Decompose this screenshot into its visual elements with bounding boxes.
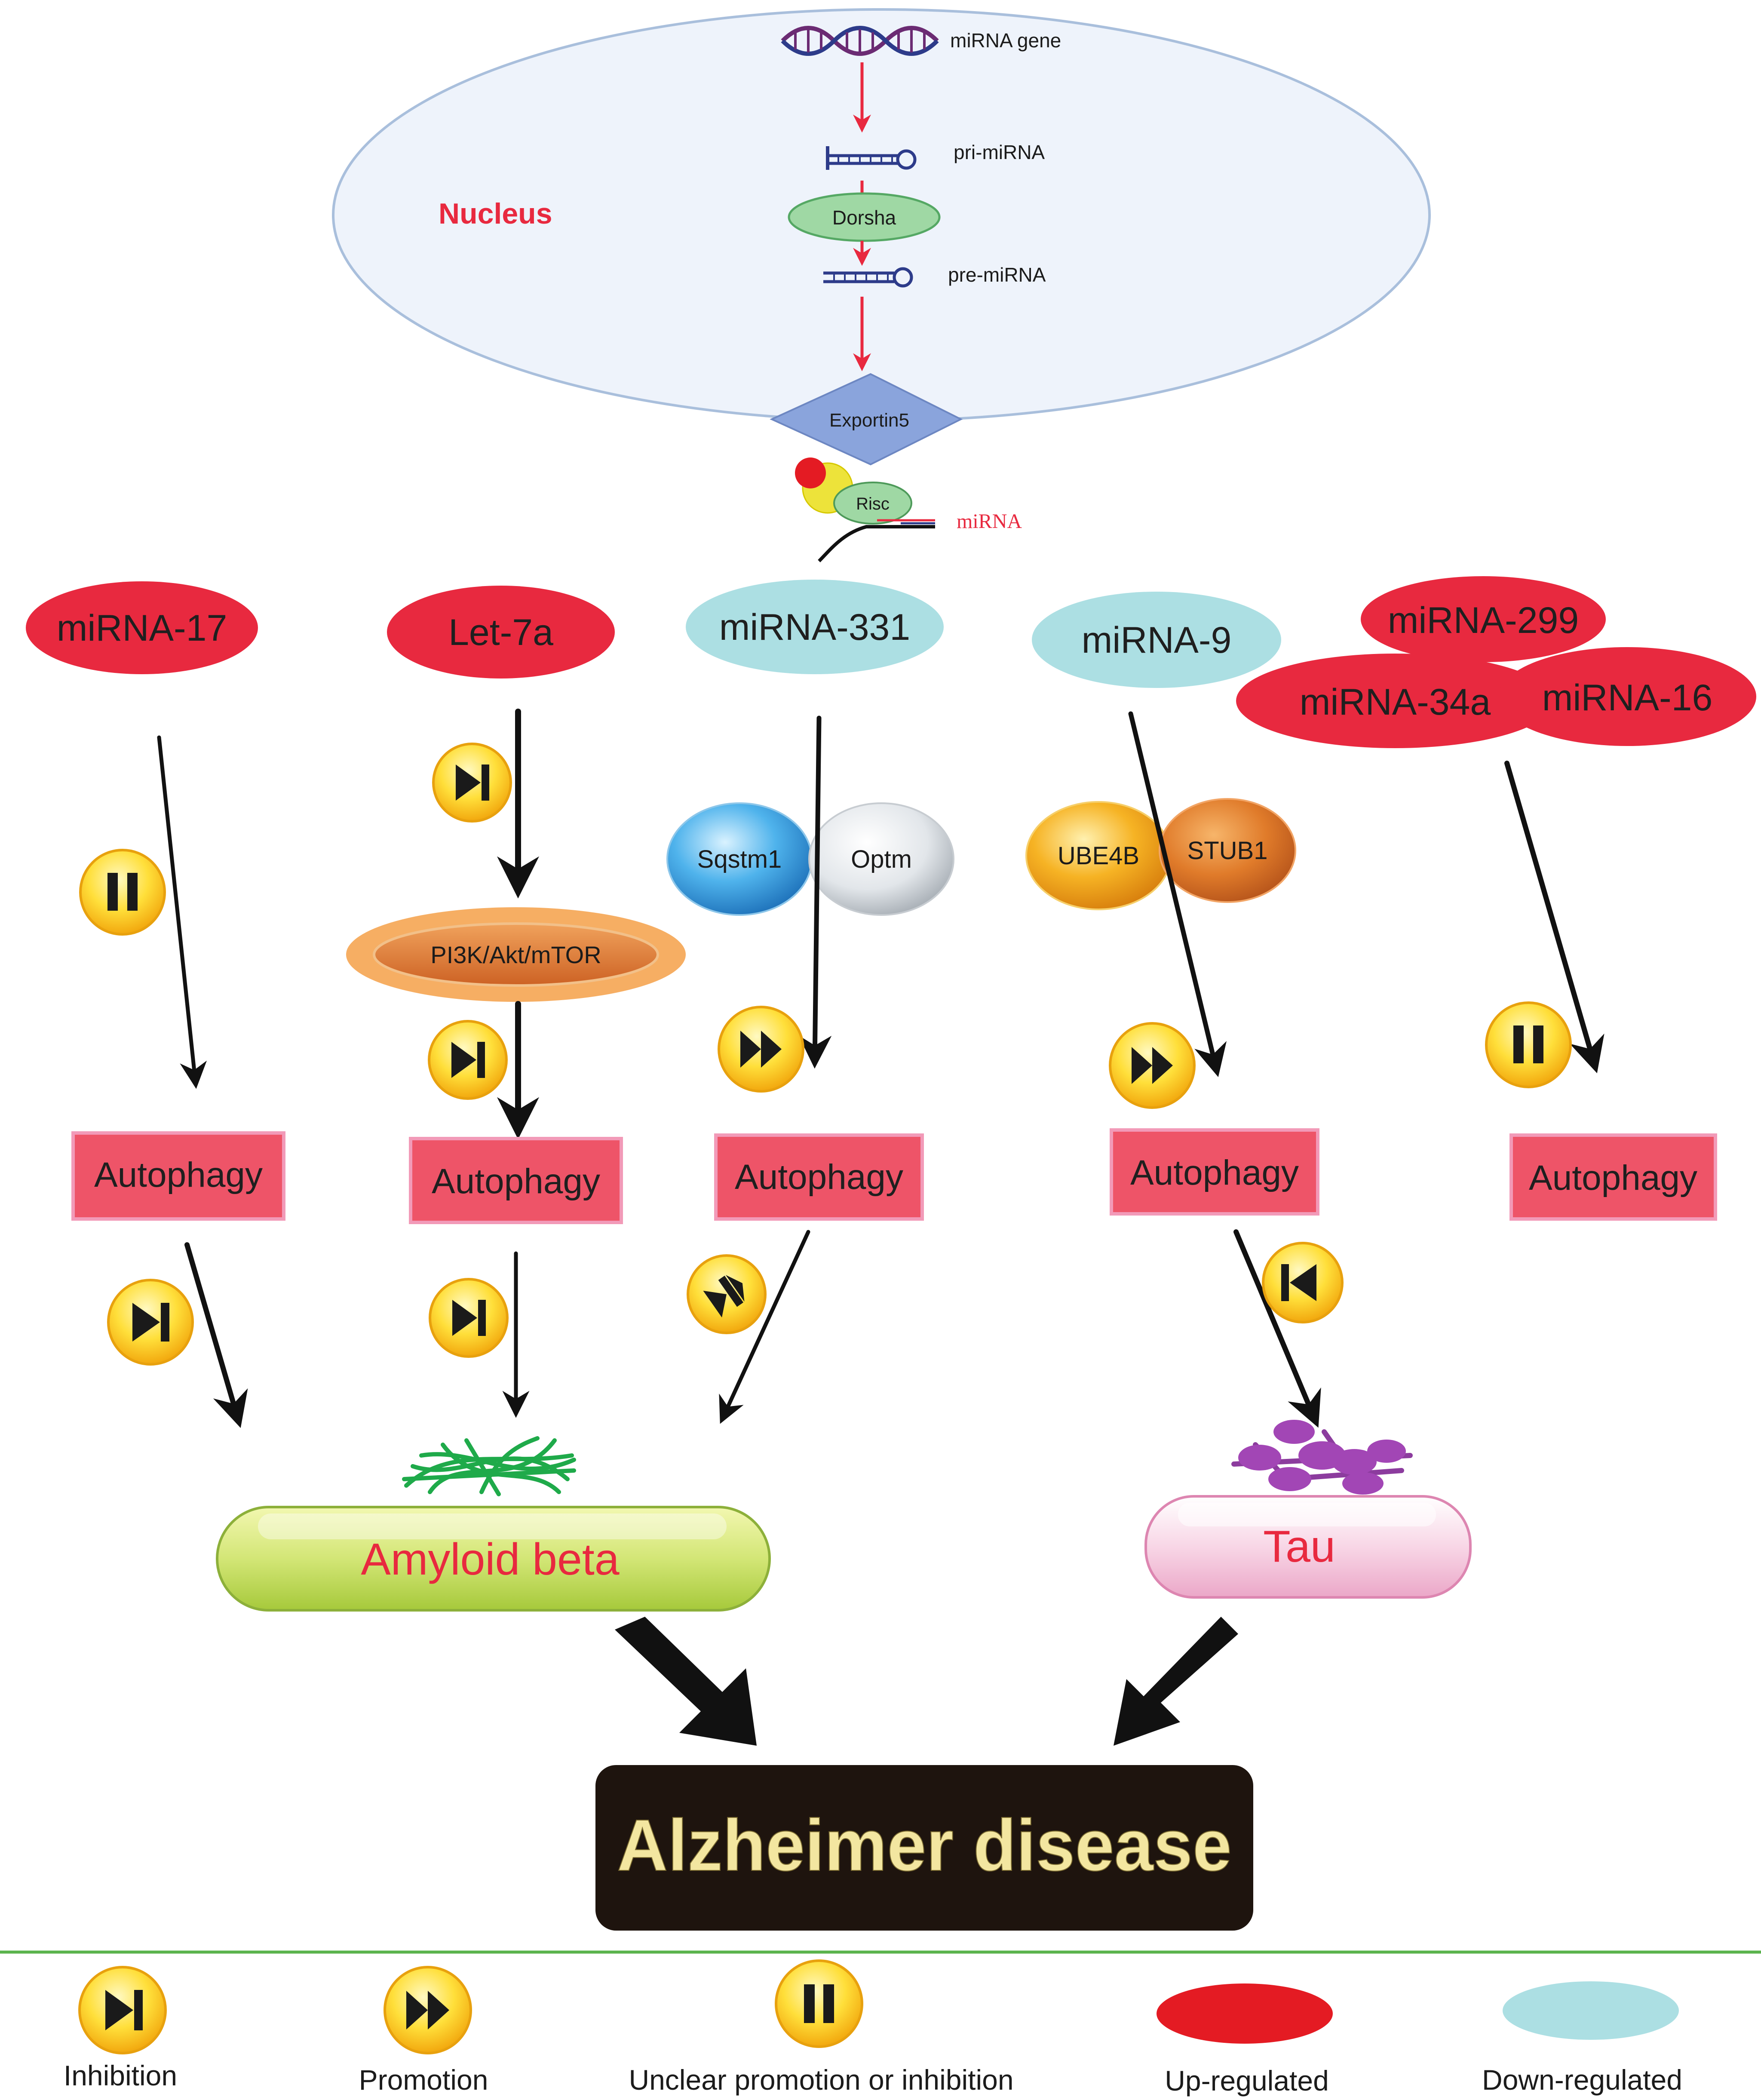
arrows-to-disease (615, 1617, 1238, 1746)
dorsha-enzyme (788, 192, 941, 242)
unclear-icon (1485, 1001, 1572, 1088)
autophagy-box-2: Autophagy (409, 1137, 623, 1224)
mirna-ellipse-mirna-34a: miRNA-34a (1236, 654, 1554, 748)
mirna-9-label: miRNA-9 (1082, 620, 1232, 661)
step-exportin: Exportin5 (829, 410, 909, 431)
pi3k-label: PI3K/Akt/mTOR (430, 941, 601, 968)
arrow-autophagy1-amyloid (184, 1242, 248, 1428)
risc-mirna-label: miRNA (957, 510, 1022, 533)
amyloid-fibrils-icon (402, 1436, 576, 1496)
legend-up-label: Up-regulated (1165, 2065, 1329, 2097)
arrows-autophagy-to-targets (184, 1229, 1321, 1428)
arrow-mirna331-autophagy (798, 715, 832, 1069)
legend-inhibition-label: Inhibition (64, 2060, 177, 2091)
sqstm1-label: Sqstm1 (697, 845, 782, 873)
mirna-331-label: miRNA-331 (719, 607, 910, 648)
optm-protein: Optm (808, 802, 954, 916)
unclear-icon (79, 849, 166, 936)
arrow-mirna9-autophagy (1128, 711, 1227, 1077)
inhibition-icon (78, 1966, 167, 2054)
inhibition-icon (428, 1020, 508, 1100)
legend-down-regulated: Down-regulated (1482, 1981, 1682, 2096)
mirna-ellipse-mirna-17: miRNA-17 (26, 581, 258, 674)
step-dorsha: Dorsha (832, 206, 896, 229)
legend-down-label: Down-regulated (1482, 2064, 1682, 2096)
autophagy-label-4: Autophagy (1130, 1153, 1299, 1192)
promotion-icon (1109, 1022, 1196, 1109)
mirna-ellipse-mirna-9: miRNA-9 (1032, 592, 1281, 688)
tau-capsule: Tau (1144, 1495, 1472, 1599)
optm-label: Optm (851, 845, 912, 873)
nucleus-label: Nucleus (439, 197, 552, 230)
risc-complex: Risc miRNA (795, 457, 1022, 562)
let-7a-label: Let-7a (448, 612, 553, 653)
up-regulated-swatch (1157, 1983, 1333, 2044)
pi3k-akt-mtor: PI3K/Akt/mTOR (346, 907, 686, 1002)
mirna-ellipse-mirna-16: miRNA-16 (1498, 647, 1756, 746)
mirna-ellipse-mirna-331: miRNA-331 (686, 580, 944, 674)
arrow-mirna17-autophagy (157, 735, 207, 1089)
inhibition-icon (429, 1278, 509, 1358)
mirna-17-label: miRNA-17 (57, 608, 227, 649)
mirna-34a-label: miRNA-34a (1300, 682, 1491, 723)
unclear-icon (775, 1959, 863, 2048)
dna-helix-icon (781, 26, 939, 56)
pri-mirna-hairpin-icon (826, 146, 917, 170)
legend: Inhibition Promotion Unclear promotion o… (64, 1959, 1682, 2097)
arrow-autophagy4-tau (1233, 1229, 1321, 1428)
tau-tangle-icon (1231, 1420, 1413, 1495)
mirna-299-label: miRNA-299 (1388, 600, 1579, 641)
sqstm1-protein: Sqstm1 (666, 802, 813, 916)
legend-unclear-label: Unclear promotion or inhibition (629, 2064, 1013, 2096)
autophagy-label-2: Autophagy (432, 1162, 600, 1201)
inhibition-icon (432, 743, 512, 823)
autophagy-label-3: Autophagy (735, 1157, 903, 1197)
unclear-tilted-icon (687, 1254, 767, 1334)
disease-label: Alzheimer disease (617, 1805, 1232, 1886)
inhibition-icon (107, 1279, 194, 1366)
pre-mirna-hairpin-icon (823, 267, 913, 288)
legend-promotion-label: Promotion (359, 2064, 488, 2096)
autophagy-label-5: Autophagy (1529, 1158, 1697, 1197)
arrow-tau-to-disease (1114, 1617, 1238, 1746)
nucleus: Nucleus miRNA gene (332, 8, 1431, 422)
autophagy-box-3: Autophagy (714, 1133, 924, 1221)
mirna-ellipse-let-7a: Let-7a (387, 586, 615, 679)
step-pri: pri-miRNA (954, 141, 1045, 163)
amyloid-beta-capsule: Amyloid beta (216, 1506, 771, 1612)
alzheimer-disease-box: Alzheimer disease (595, 1765, 1253, 1931)
arrows-mirna-to-autophagy (157, 709, 1605, 1139)
legend-up-regulated: Up-regulated (1157, 1983, 1333, 2097)
ube4b-label: UBE4B (1058, 842, 1139, 870)
ube4b-protein: UBE4B (1025, 801, 1172, 910)
reverse-inhibition-icon (1262, 1242, 1344, 1323)
amyloid-label: Amyloid beta (361, 1535, 619, 1584)
arrow-mirna16-autophagy (1504, 761, 1605, 1074)
mirna-ellipse-mirna-299: miRNA-299 (1361, 576, 1606, 662)
mirna-16-label: miRNA-16 (1542, 677, 1713, 718)
legend-promotion: Promotion (359, 1966, 488, 2096)
autophagy-box-1: Autophagy (71, 1131, 285, 1221)
step-pre: pre-miRNA (948, 264, 1046, 286)
arrow-autophagy3-amyloid (719, 1230, 810, 1424)
exportin5: Exportin5 (770, 373, 963, 466)
stub1-protein: STUB1 (1159, 798, 1296, 903)
promotion-icon (383, 1966, 472, 2054)
risc-label: Risc (856, 494, 890, 513)
legend-unclear: Unclear promotion or inhibition (629, 1959, 1014, 2096)
step-gene: miRNA gene (950, 29, 1061, 52)
legend-inhibition: Inhibition (64, 1966, 177, 2091)
autophagy-box-4: Autophagy (1110, 1128, 1319, 1216)
arrow-amyloid-to-disease (615, 1617, 757, 1746)
tau-label: Tau (1263, 1522, 1335, 1572)
stub1-label: STUB1 (1187, 837, 1268, 865)
down-regulated-swatch (1503, 1981, 1679, 2040)
promotion-icon (718, 1006, 804, 1093)
autophagy-box-5: Autophagy (1509, 1133, 1717, 1221)
autophagy-label-1: Autophagy (94, 1155, 263, 1194)
